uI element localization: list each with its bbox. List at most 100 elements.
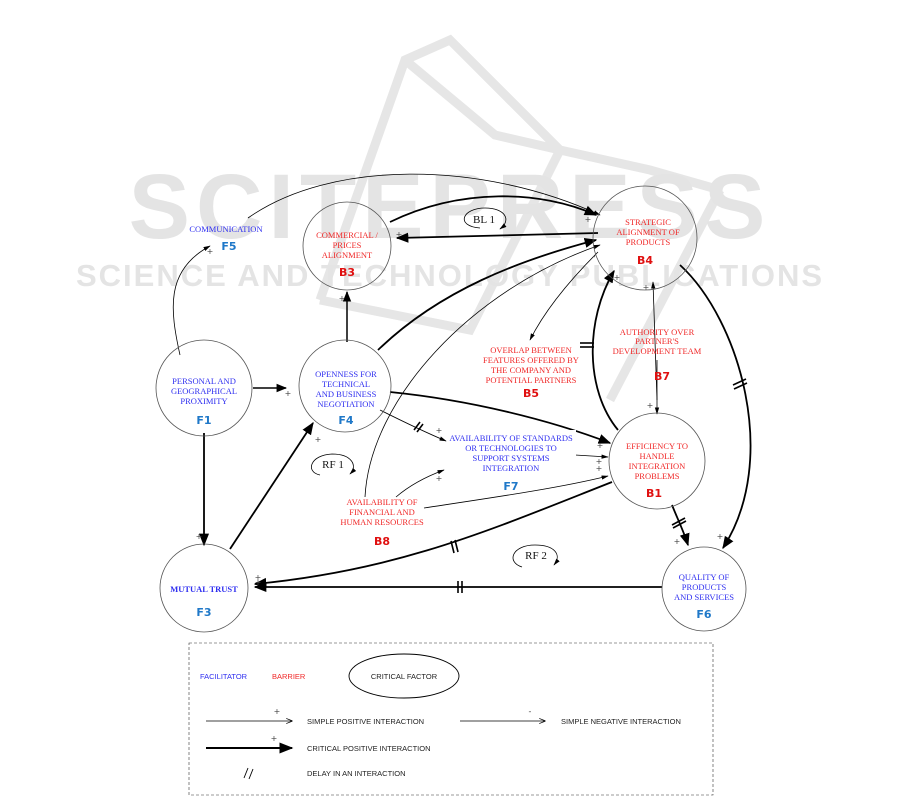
node-label-line: TECHNICAL (322, 379, 370, 389)
loop-rf1: RF 1 (311, 453, 357, 476)
node-f7[interactable]: AVAILABILITY OF STANDARDS OR TECHNOLOGIE… (448, 430, 576, 493)
edge-b1-f3 (253, 481, 613, 588)
node-f6[interactable]: QUALITY OF PRODUCTS AND SERVICES F6 (661, 546, 747, 632)
edge-f4-f7 (379, 409, 447, 442)
node-label-line: AVAILABILITY OF STANDARDS (449, 433, 573, 443)
node-label-line: COMMERCIAL / (316, 230, 378, 240)
edge-b4-b3 (395, 232, 599, 243)
node-b5[interactable]: OVERLAP BETWEEN FEATURES OFFERED BY THE … (483, 345, 579, 400)
sign-b7-b1: + (647, 401, 654, 410)
node-label-line: AND BUSINESS (316, 389, 377, 399)
legend: FACILITATOR BARRIER CRITICAL FACTOR + SI… (188, 642, 714, 796)
node-label-line: PROXIMITY (180, 396, 227, 406)
node-label-line: EFFICIENCY TO (626, 441, 688, 451)
delay-mark-f4-f7 (413, 421, 424, 433)
delay-mark-f6-f3 (457, 581, 463, 593)
node-label-line: HANDLE (640, 451, 675, 461)
node-code: B5 (523, 387, 539, 400)
node-label-line: MUTUAL TRUST (170, 584, 238, 594)
node-label-line: FEATURES OFFERED BY (483, 355, 579, 365)
node-label-line: AVAILABILITY OF (347, 497, 418, 507)
edge-f7-b1 (574, 454, 609, 459)
edge-b1-b4 (591, 269, 619, 431)
node-label-line: HUMAN RESOURCES (340, 517, 424, 527)
legend-plus-sign: + (271, 734, 278, 743)
sign-f7-b1: + (596, 457, 603, 466)
node-code: B7 (654, 370, 670, 383)
node-code: B8 (374, 535, 390, 548)
node-label-line: POTENTIAL PARTNERS (486, 375, 577, 385)
edge-f4-b1 (389, 391, 612, 444)
node-label-line: PERSONAL AND (172, 376, 236, 386)
loop-label: RF 1 (322, 459, 344, 471)
node-label-line: PRICES (333, 240, 362, 250)
node-code: F7 (503, 480, 518, 493)
node-b3[interactable]: COMMERCIAL / PRICES ALIGNMENT B3 (302, 201, 392, 291)
delay-marks (413, 342, 748, 593)
edge-f5-b4 (247, 173, 601, 219)
legend-facilitator: FACILITATOR (200, 672, 248, 681)
edge-f4-b4 (377, 238, 598, 351)
sign-b3-b4: + (585, 215, 592, 224)
node-label-line: PARTNER'S (635, 336, 679, 346)
delay-mark-b4-f6 (732, 378, 748, 390)
watermark-subtitle: SCIENCE AND TECHNOLOGY PUBLICATIONS (76, 258, 824, 293)
sign-b1-f6: + (674, 537, 681, 546)
sign-b8-f7: + (436, 474, 443, 483)
edge-b4-f6 (679, 264, 752, 550)
edge-b7-b4 (651, 281, 658, 401)
sign-f1-f4: + (285, 389, 292, 398)
sign-b4-b3: + (396, 230, 403, 239)
node-label-line: AND SERVICES (674, 592, 734, 602)
watermark-logo (315, 34, 724, 403)
node-label-line: STRATEGIC (625, 217, 671, 227)
node-code: F3 (196, 606, 211, 619)
node-label-line: QUALITY OF (679, 572, 730, 582)
node-f5[interactable]: COMMUNICATION F5 (189, 224, 262, 253)
node-label-line: THE COMPANY AND (491, 365, 571, 375)
loop-label: BL 1 (473, 214, 495, 226)
legend-barrier: BARRIER (272, 672, 306, 681)
edge-b4-b5 (529, 251, 599, 341)
node-f1[interactable]: PERSONAL AND GEOGRAPHICAL PROXIMITY F1 (155, 339, 253, 437)
edge-b8-b1 (423, 475, 609, 509)
node-label-line: OR TECHNOLOGIES TO (465, 443, 557, 453)
node-f3[interactable]: MUTUAL TRUST F3 (159, 543, 249, 633)
sign-f4-b1: + (597, 441, 604, 450)
loop-label: RF 2 (525, 550, 547, 562)
edge-f1-f5 (172, 245, 211, 356)
node-label-line: AUTHORITY OVER (620, 327, 695, 337)
node-code: F4 (338, 414, 354, 427)
delay-mark-b1-f6 (671, 517, 687, 529)
legend-critical-ellipse (348, 653, 460, 699)
node-code: B3 (339, 266, 355, 279)
sign-b1-b4: + (614, 273, 621, 282)
legend-critical-positive: CRITICAL POSITIVE INTERACTION (307, 744, 431, 753)
node-label-line: PRODUCTS (626, 237, 671, 247)
legend-simple-positive: SIMPLE POSITIVE INTERACTION (307, 717, 424, 726)
node-label-line: ALIGNMENT (322, 250, 373, 260)
node-label-line: PROBLEMS (635, 471, 680, 481)
edge-b8-b4 (364, 244, 601, 498)
node-f4[interactable]: OPENNESS FOR TECHNICAL AND BUSINESS NEGO… (298, 339, 392, 433)
node-b4[interactable]: STRATEGIC ALIGNMENT OF PRODUCTS B4 (592, 185, 698, 291)
sign-b8-b1: + (596, 464, 603, 473)
sign-b4-b5: - (593, 252, 596, 261)
node-code: B1 (646, 487, 662, 500)
delay-mark-b1-f3 (450, 539, 459, 554)
node-code: F5 (221, 240, 236, 253)
sign-f4-b3: + (339, 294, 346, 303)
node-b1[interactable]: EFFICIENCY TO HANDLE INTEGRATION PROBLEM… (608, 412, 706, 510)
sign-f6-f3: + (255, 578, 262, 587)
edges (172, 173, 752, 593)
node-b8[interactable]: AVAILABILITY OF FINANCIAL AND HUMAN RESO… (340, 497, 424, 548)
sign-f3-f4: + (315, 435, 322, 444)
node-label-line: FINANCIAL AND (349, 507, 415, 517)
edge-b1-f6 (671, 504, 690, 547)
node-label-line: PRODUCTS (682, 582, 727, 592)
legend-simple-negative: SIMPLE NEGATIVE INTERACTION (561, 717, 681, 726)
node-label-line: INTEGRATION (629, 461, 686, 471)
node-b7[interactable]: AUTHORITY OVER PARTNER'S DEVELOPMENT TEA… (613, 327, 702, 383)
